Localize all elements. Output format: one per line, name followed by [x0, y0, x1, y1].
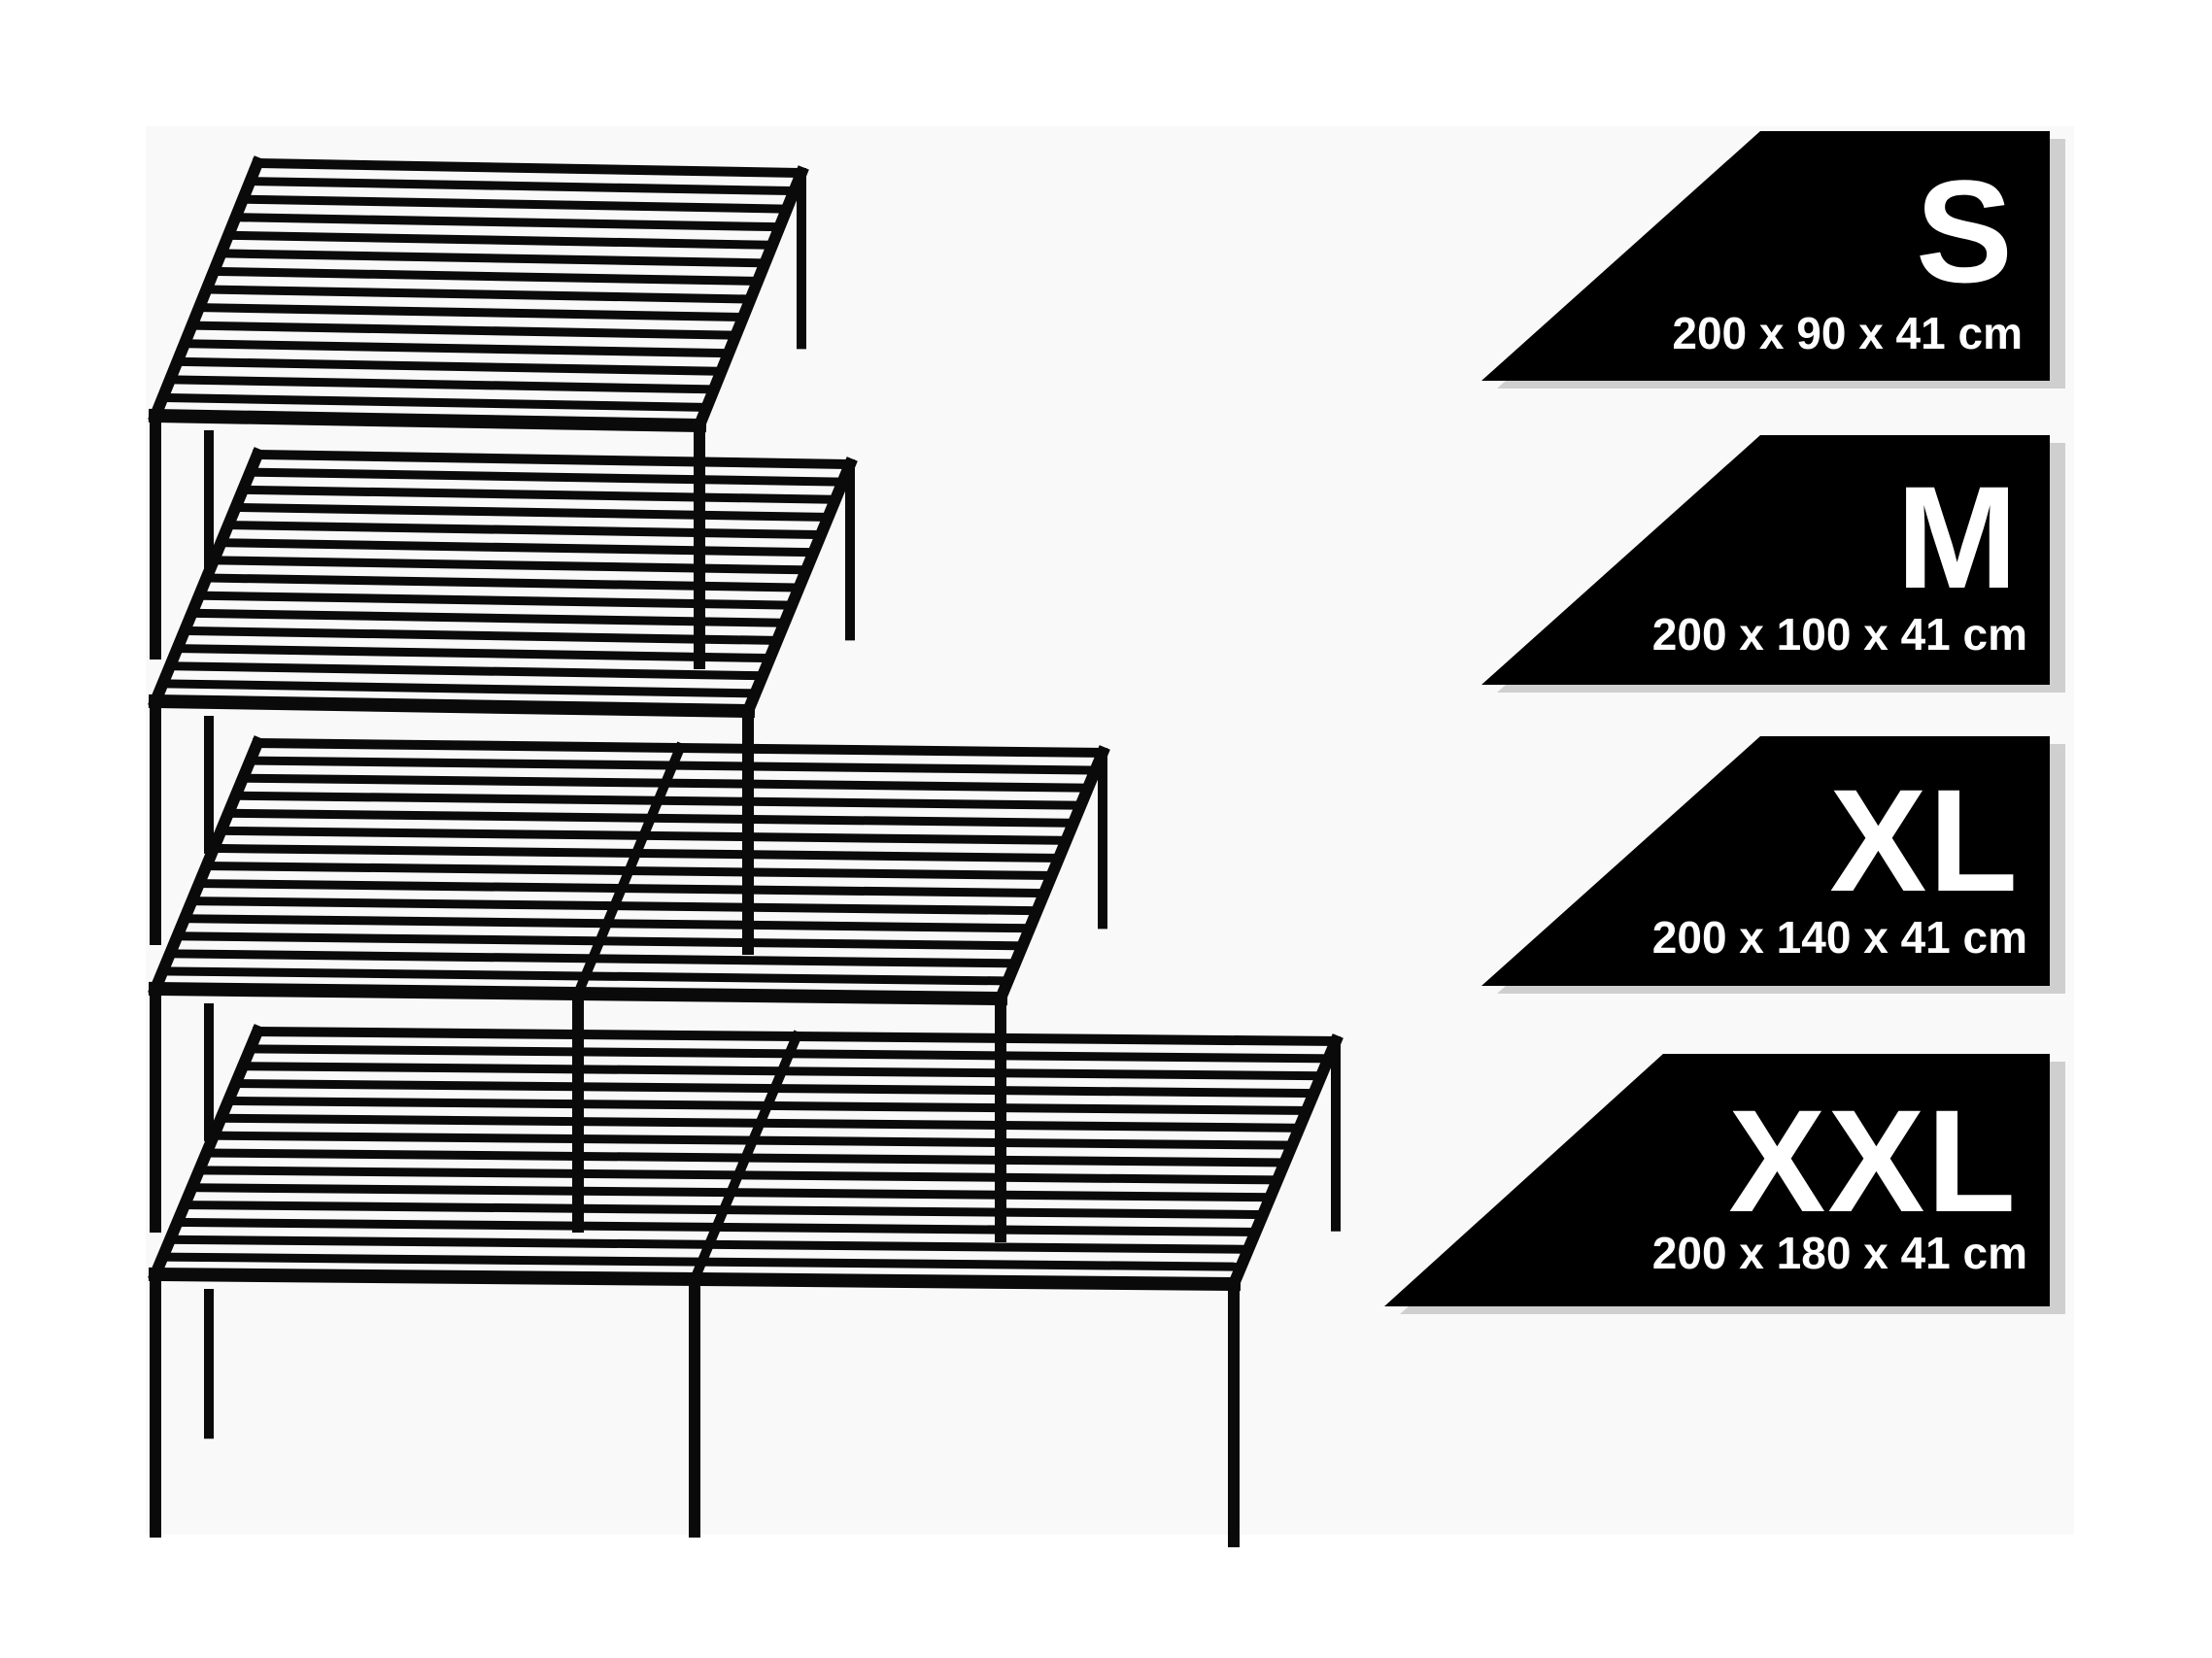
bed-frame-2-slat	[187, 608, 790, 627]
size-label-xxl: XXL	[1728, 1079, 2018, 1242]
bed-frame-1-slat	[180, 339, 733, 358]
bed-frame-2-slat	[245, 467, 848, 487]
bed-frame-2-slat	[201, 573, 804, 592]
bed-frame-2-slat	[223, 520, 826, 540]
bed-frame-4-center-rail	[688, 1030, 803, 1286]
bed-frame-2-slat	[172, 643, 775, 663]
bed-frame-3-center-rail	[571, 741, 687, 1000]
bed-frame-1-slat	[201, 285, 756, 304]
bed-frame-1-slat	[157, 392, 712, 413]
size-label-s: S	[1915, 150, 2015, 313]
bed-frame-2-slat	[165, 661, 767, 681]
bed-frame-2-back-rail	[252, 449, 856, 470]
bed-frame-2-front-rail	[148, 694, 756, 719]
bed-frame-2-slat	[157, 679, 761, 698]
bed-frame-1-slat	[230, 213, 785, 232]
bed-frame-1-slat	[209, 266, 763, 287]
bed-frame-2-slat	[180, 626, 782, 646]
size-dimensions-m: 200 x 100 x 41 cm	[1651, 609, 2027, 660]
bed-frame-1-slat	[165, 375, 719, 394]
bed-frame-1-slat	[223, 230, 777, 250]
bed-frame-2-slat	[230, 502, 834, 523]
size-label-xl: XL	[1829, 759, 2020, 922]
bed-frame-1-back-rail	[252, 157, 807, 179]
bed-frame-1-slat	[194, 302, 748, 322]
bed-frame-2-slat	[194, 591, 797, 610]
bed-frame-1-slat	[238, 194, 792, 214]
bed-frame-2-slat	[216, 538, 819, 558]
size-dimensions-xxl: 200 x 180 x 41 cm	[1651, 1228, 2027, 1278]
size-dimensions-xl: 200 x 140 x 41 cm	[1651, 912, 2027, 963]
bed-frame-1-slat	[245, 176, 800, 196]
bed-frame-2-slat	[238, 485, 840, 504]
bed-frame-2-slat	[209, 556, 811, 575]
size-dimensions-s: 200 x 90 x 41 cm	[1672, 308, 2023, 358]
size-label-m: M	[1896, 456, 2020, 619]
bed-frame-1-front-rail	[148, 408, 707, 433]
bed-frame-1-slat	[172, 356, 727, 376]
bed-frame-1-slat	[216, 249, 770, 268]
bed-frame-1-slat	[187, 321, 741, 340]
